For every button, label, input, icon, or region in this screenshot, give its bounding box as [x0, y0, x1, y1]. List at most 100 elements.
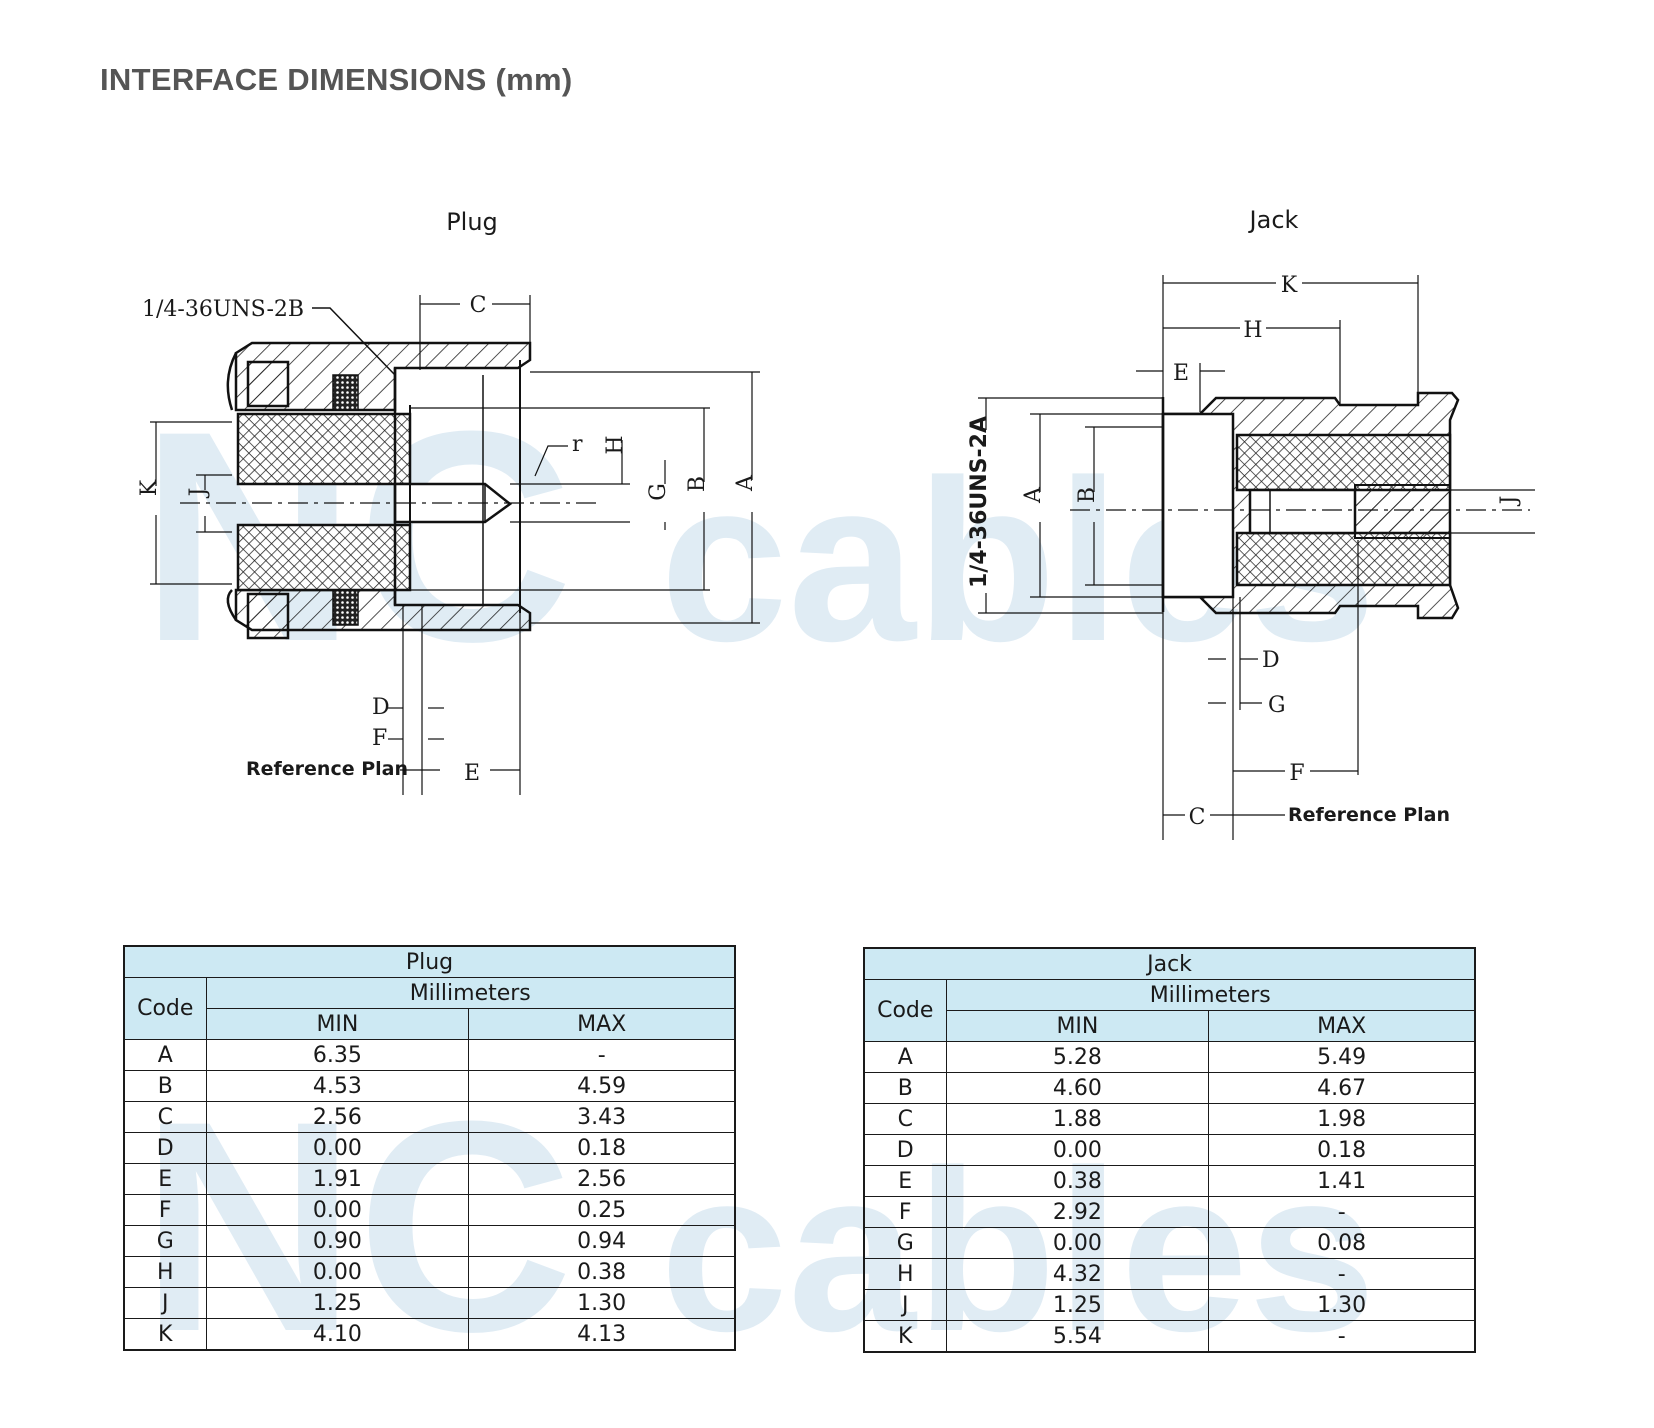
plug-dim-K: K	[137, 479, 162, 496]
code-cell: G	[863, 1227, 947, 1259]
min-cell: 0.00	[945, 1134, 1210, 1166]
max-cell: 5.49	[1208, 1041, 1476, 1073]
jack-dim-K: K	[1281, 273, 1298, 298]
plug-max-header: MAX	[468, 1008, 736, 1040]
interface-drawings: Plug 1/4-36UNS-2B C	[137, 206, 1535, 840]
max-cell: -	[1208, 1258, 1476, 1290]
jack-unit-header: Millimeters	[945, 979, 1476, 1011]
code-cell: J	[123, 1287, 207, 1319]
code-cell: F	[123, 1194, 207, 1226]
min-cell: 1.25	[945, 1289, 1210, 1321]
code-cell: H	[123, 1256, 207, 1288]
max-cell: 4.13	[468, 1318, 736, 1351]
plug-table-title: Plug	[123, 945, 736, 978]
plug-drawing: Plug 1/4-36UNS-2B C	[137, 208, 760, 795]
max-cell: 0.18	[468, 1132, 736, 1164]
min-cell: 4.10	[205, 1318, 470, 1351]
code-cell: C	[123, 1101, 207, 1133]
jack-code-header: Code	[863, 979, 947, 1042]
plug-thread-label: 1/4-36UNS-2B	[142, 297, 304, 322]
max-cell: 0.25	[468, 1194, 736, 1226]
max-cell: -	[1208, 1196, 1476, 1228]
min-cell: 0.00	[945, 1227, 1210, 1259]
plug-dim-D: D	[372, 695, 390, 720]
jack-thread-label: 1/4-36UNS-2A	[967, 416, 992, 588]
max-cell: 4.59	[468, 1070, 736, 1102]
min-cell: 0.90	[205, 1225, 470, 1257]
code-cell: C	[863, 1103, 947, 1135]
min-cell: 2.56	[205, 1101, 470, 1133]
plug-dim-G: G	[646, 483, 671, 501]
min-cell: 4.60	[945, 1072, 1210, 1104]
jack-dim-E: E	[1173, 361, 1189, 386]
plug-dim-J: J	[186, 488, 211, 499]
code-cell: A	[123, 1039, 207, 1071]
min-cell: 0.00	[205, 1132, 470, 1164]
code-cell: A	[863, 1041, 947, 1073]
code-cell: E	[123, 1163, 207, 1195]
min-cell: 0.38	[945, 1165, 1210, 1197]
jack-dim-F: F	[1289, 761, 1304, 786]
code-cell: J	[863, 1289, 947, 1321]
jack-reference-plan: Reference Plan	[1288, 804, 1450, 826]
min-cell: 6.35	[205, 1039, 470, 1071]
max-cell: 0.38	[468, 1256, 736, 1288]
code-cell: D	[123, 1132, 207, 1164]
code-cell: B	[863, 1072, 947, 1104]
min-cell: 1.88	[945, 1103, 1210, 1135]
max-cell: -	[1208, 1320, 1476, 1353]
jack-table-title: Jack	[863, 947, 1476, 980]
min-cell: 0.00	[205, 1194, 470, 1226]
plug-dim-H: H	[603, 435, 628, 454]
code-cell: K	[123, 1318, 207, 1351]
code-cell: F	[863, 1196, 947, 1228]
code-cell: G	[123, 1225, 207, 1257]
max-cell: 1.30	[1208, 1289, 1476, 1321]
plug-unit-header: Millimeters	[205, 977, 736, 1009]
min-cell: 4.53	[205, 1070, 470, 1102]
jack-min-header: MIN	[945, 1010, 1210, 1042]
page-title: INTERFACE DIMENSIONS (mm)	[100, 62, 573, 97]
jack-max-header: MAX	[1208, 1010, 1476, 1042]
jack-drawing: Jack K H E 1/4	[967, 206, 1535, 840]
max-cell: 1.98	[1208, 1103, 1476, 1135]
jack-dim-A: A	[1021, 486, 1046, 504]
min-cell: 5.28	[945, 1041, 1210, 1073]
min-cell: 1.91	[205, 1163, 470, 1195]
max-cell: 0.18	[1208, 1134, 1476, 1166]
jack-dim-J: J	[1497, 496, 1522, 507]
max-cell: 0.08	[1208, 1227, 1476, 1259]
max-cell: 2.56	[468, 1163, 736, 1195]
min-cell: 5.54	[945, 1320, 1210, 1353]
plug-dim-r: r	[572, 432, 583, 457]
code-cell: B	[123, 1070, 207, 1102]
min-cell: 0.00	[205, 1256, 470, 1288]
plug-dim-E: E	[464, 761, 480, 786]
max-cell: 4.67	[1208, 1072, 1476, 1104]
max-cell: -	[468, 1039, 736, 1071]
max-cell: 1.41	[1208, 1165, 1476, 1197]
plug-reference-plan: Reference Plan	[246, 758, 408, 780]
code-cell: K	[863, 1320, 947, 1353]
plug-dim-C: C	[470, 293, 487, 318]
